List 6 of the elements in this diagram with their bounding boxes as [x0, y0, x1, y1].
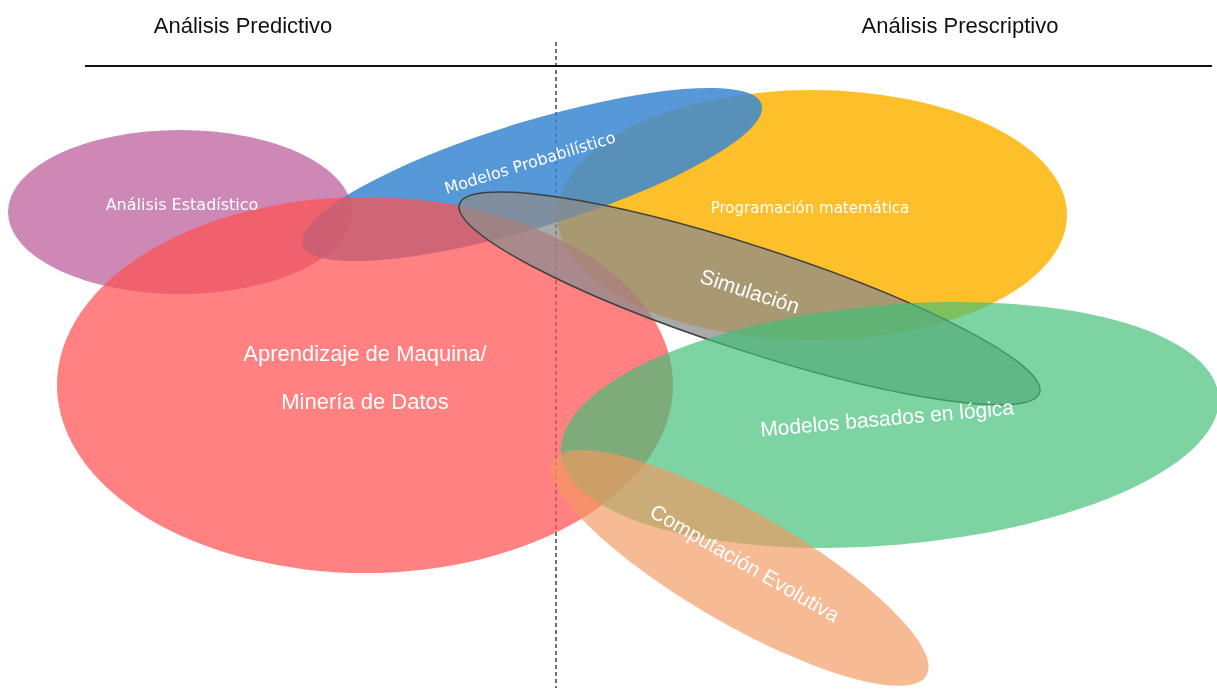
section-heading: Análisis Predictivo: [153, 13, 333, 39]
region-label: Modelos basados en lógica: [759, 395, 1015, 441]
region-label: Análisis Estadístico: [105, 196, 259, 214]
region-label: Programación matemática: [710, 199, 910, 217]
section-heading: Análisis Prescriptivo: [861, 13, 1059, 39]
region-label: Aprendizaje de Maquina/ Minería de Datos: [242, 339, 488, 416]
